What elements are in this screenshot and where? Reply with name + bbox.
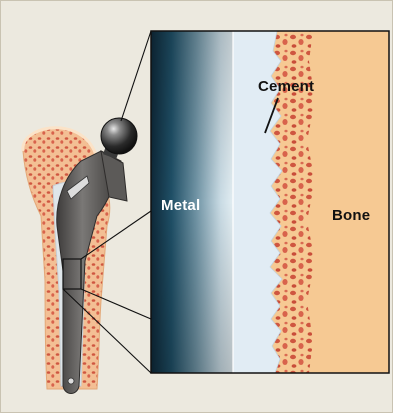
femoral-head-ball (101, 118, 137, 159)
metal-label: Metal (161, 197, 200, 214)
bone-label: Bone (332, 207, 370, 224)
cement-label: Cement (258, 78, 314, 95)
